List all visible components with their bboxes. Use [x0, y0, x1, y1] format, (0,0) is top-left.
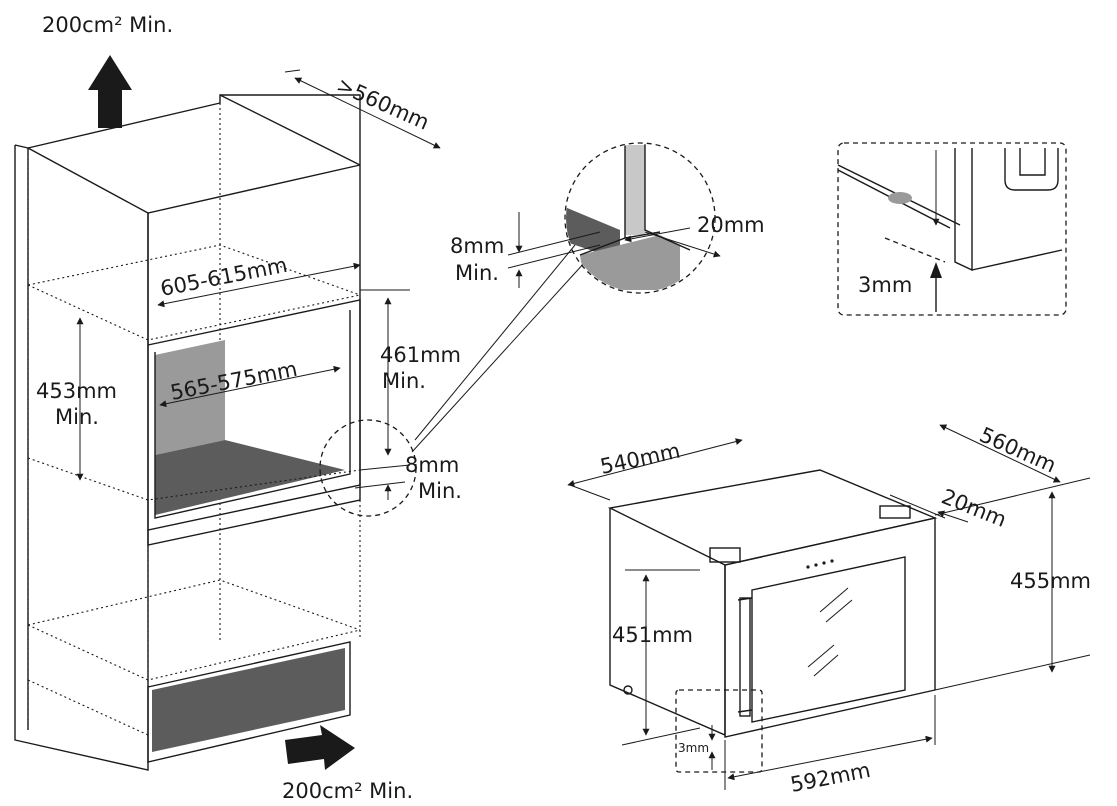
body-height-label: 451mm [612, 623, 693, 647]
side-gap-min: Min. [418, 479, 462, 503]
door-depth-label: 20mm [938, 484, 1010, 532]
dim-side-gap: 8mm Min. [354, 453, 462, 503]
foot-clearance-label: 3mm [678, 741, 709, 755]
hinge-right [879, 505, 911, 519]
foot-detail-frame [675, 689, 763, 773]
cooler-door [724, 517, 936, 738]
cabinet-top-edge [219, 94, 361, 166]
foot-clearance-detail: 3mm [675, 689, 763, 773]
clearance-detail-box: 3mm [837, 142, 1067, 316]
glass-reflection-bottom [807, 644, 839, 677]
dim-front-width: 592mm [724, 695, 936, 797]
handle-mounts [737, 597, 753, 713]
dim-body-height: 451mm [612, 569, 701, 746]
dim-detail-depth: 20mm [624, 213, 765, 258]
callout-leader-2 [411, 261, 586, 453]
cabinet-height-min: Min. [55, 405, 99, 429]
cabinet-height-label: 453mm [36, 379, 117, 403]
door-handle [739, 597, 751, 717]
dim-detail-gap: 8mm Min. [450, 212, 601, 288]
lower-shelf-front [147, 485, 361, 546]
cabinet-side-panel [14, 145, 149, 771]
dim-cabinet-width: 605-615mm [157, 253, 361, 308]
plinth-floor [27, 679, 149, 736]
plinth-frame [147, 641, 351, 763]
detail-callout-circle [319, 419, 417, 517]
control-panel-dots [806, 559, 834, 569]
niche-floor [155, 440, 345, 515]
cabinet-panel-edge [14, 144, 29, 730]
dim-door-depth: 20mm [889, 484, 1010, 532]
niche-inner-frame [154, 310, 351, 519]
opening-height-label: 461mm [380, 343, 461, 367]
vent-bottom-arrow [285, 725, 355, 770]
detail-box-frame [837, 142, 1067, 316]
dim-cabinet-depth: >560mm [284, 69, 441, 149]
unit-width-label: 540mm [598, 439, 682, 479]
zoom-circle [564, 142, 716, 294]
cabinet-top [27, 94, 361, 214]
detail-depth-label: 20mm [697, 213, 765, 237]
cabinet-width-label: 605-615mm [158, 253, 289, 301]
unit-height-label: 455mm [1010, 569, 1091, 593]
hinge-left [709, 547, 741, 563]
plinth-vent [152, 648, 345, 752]
upper-shelf [27, 284, 361, 341]
vent-top-arrow [88, 55, 132, 128]
dim-unit-width: 540mm [567, 438, 743, 501]
unit-depth-label: 560mm [976, 423, 1060, 478]
cabinet [14, 94, 361, 771]
cooler-foot [623, 685, 633, 695]
dim-cabinet-height: 453mm Min. [36, 317, 117, 481]
wine-cooler [607, 469, 938, 738]
dim-unit-height: 455mm [934, 491, 1091, 691]
vent-top-label: 200cm² Min. [42, 13, 173, 37]
detail-gap-min: Min. [455, 261, 499, 285]
zoom-detail [564, 142, 716, 294]
cooler-glass [751, 556, 906, 723]
dim-opening-height: 461mm Min. [360, 289, 461, 456]
vent-bottom-label: 200cm² Min. [282, 779, 413, 803]
side-gap-label: 8mm [405, 453, 459, 477]
glass-reflection-top [819, 587, 853, 623]
cooler-side-panel [609, 508, 726, 737]
detail-clearance-label: 3mm [858, 273, 912, 297]
detail-gap-label: 8mm [450, 234, 504, 258]
bottom-shelf-back [27, 579, 361, 631]
opening-height-min: Min. [382, 369, 426, 393]
callout-leader-1 [414, 244, 576, 441]
